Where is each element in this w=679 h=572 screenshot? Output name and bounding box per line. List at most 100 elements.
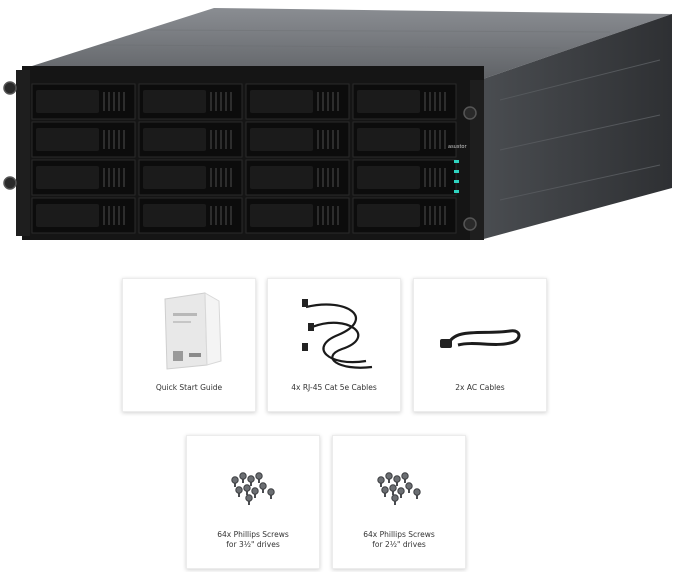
status-leds bbox=[454, 160, 459, 193]
screw bbox=[245, 494, 253, 505]
drive-bay-vent bbox=[429, 168, 431, 187]
drive-bay-vent bbox=[424, 92, 426, 111]
drive-bay-vent bbox=[215, 130, 217, 149]
drive-bay-vent bbox=[424, 130, 426, 149]
drive-bay-vent bbox=[220, 92, 222, 111]
drive-bay-vent bbox=[322, 130, 324, 149]
drive-bay-vent bbox=[444, 168, 446, 187]
drive-bay-latch bbox=[250, 166, 313, 189]
drive-bay-vent bbox=[230, 130, 232, 149]
drive-bay-vent bbox=[225, 206, 227, 225]
screw bbox=[393, 475, 401, 486]
drive-bay-vent bbox=[429, 206, 431, 225]
screw bbox=[251, 487, 259, 498]
drive-bay-vent bbox=[123, 130, 125, 149]
drive-bay-vent bbox=[230, 92, 232, 111]
drive-bay-vent bbox=[225, 168, 227, 187]
ethernet-cable-icon bbox=[302, 299, 373, 369]
drive-bay-vent bbox=[332, 130, 334, 149]
drive-bay-vent bbox=[230, 206, 232, 225]
drive-bay-vent bbox=[327, 130, 329, 149]
drive-bay-vent bbox=[113, 168, 115, 187]
drive-bay-vent bbox=[322, 206, 324, 225]
screws-icon bbox=[377, 472, 421, 505]
drive-bay-vent bbox=[113, 130, 115, 149]
drive-bay-vent bbox=[317, 130, 319, 149]
drive-bay-latch bbox=[143, 204, 206, 227]
screw bbox=[243, 484, 251, 495]
drive-bay-vent bbox=[439, 168, 441, 187]
screw bbox=[397, 487, 405, 498]
drive-bay-vent bbox=[337, 168, 339, 187]
drive-bay-vent bbox=[215, 206, 217, 225]
screw bbox=[389, 484, 397, 495]
item-card-quick-start-guide: Quick Start Guide bbox=[122, 278, 256, 412]
drive-bay-vent bbox=[337, 130, 339, 149]
drive-bay-latch bbox=[36, 90, 99, 113]
item-card-screws-2-5: 64x Phillips Screws for 2½" drives bbox=[332, 435, 466, 569]
drive-bay-latch bbox=[357, 90, 420, 113]
drive-bay-vent bbox=[210, 92, 212, 111]
screw bbox=[235, 486, 243, 497]
item-label: 2x AC Cables bbox=[455, 383, 505, 392]
drive-bay-vent bbox=[123, 168, 125, 187]
drive-bay-vent bbox=[439, 92, 441, 111]
drive-bay-vent bbox=[317, 168, 319, 187]
drive-bay-vent bbox=[444, 92, 446, 111]
drive-bay-vent bbox=[210, 206, 212, 225]
drive-bay-latch bbox=[357, 204, 420, 227]
drive-bay-latch bbox=[357, 166, 420, 189]
drive-bay-vent bbox=[434, 130, 436, 149]
drive-bay-vent bbox=[444, 206, 446, 225]
drive-bay-vent bbox=[439, 130, 441, 149]
drive-bay-vent bbox=[108, 168, 110, 187]
item-card-rj45-cables: 4x RJ-45 Cat 5e Cables bbox=[267, 278, 401, 412]
drive-bay-vent bbox=[118, 206, 120, 225]
drive-bay-latch bbox=[250, 90, 313, 113]
screw bbox=[255, 472, 263, 483]
screw bbox=[377, 476, 385, 487]
screw bbox=[259, 482, 267, 493]
screws-icon bbox=[231, 472, 275, 505]
drive-bay-vent bbox=[103, 168, 105, 187]
rack-screw bbox=[463, 106, 477, 120]
drive-bay-latch bbox=[143, 166, 206, 189]
drive-bay-vent bbox=[317, 206, 319, 225]
drive-bay-vent bbox=[210, 168, 212, 187]
drive-bay-vent bbox=[215, 168, 217, 187]
drive-bay-vent bbox=[337, 92, 339, 111]
drive-bay-latch bbox=[143, 128, 206, 151]
screw bbox=[267, 488, 275, 499]
drive-bay-vent bbox=[108, 130, 110, 149]
drive-bay-vent bbox=[220, 206, 222, 225]
drive-bay-latch bbox=[250, 128, 313, 151]
item-card-ac-cables: 2x AC Cables bbox=[413, 278, 547, 412]
drive-bay-vent bbox=[113, 206, 115, 225]
rack-screw bbox=[3, 176, 17, 190]
drive-bay-vent bbox=[317, 92, 319, 111]
drive-bay-vent bbox=[230, 168, 232, 187]
drive-bay-vent bbox=[220, 168, 222, 187]
drive-bay-vent bbox=[332, 206, 334, 225]
drive-bay-vent bbox=[118, 130, 120, 149]
drive-bay-vent bbox=[215, 92, 217, 111]
drive-bay-vent bbox=[322, 92, 324, 111]
nas-rackmount-device: asustor bbox=[3, 8, 672, 240]
screw bbox=[381, 486, 389, 497]
drive-bay-vent bbox=[327, 92, 329, 111]
drive-bay-latch bbox=[36, 204, 99, 227]
item-label: 4x RJ-45 Cat 5e Cables bbox=[291, 383, 377, 392]
drive-bay-vent bbox=[225, 92, 227, 111]
drive-bay-vent bbox=[118, 168, 120, 187]
drive-bay-vent bbox=[424, 168, 426, 187]
drive-bay-vent bbox=[322, 168, 324, 187]
drive-bay-vent bbox=[434, 92, 436, 111]
drive-bay-vent bbox=[327, 206, 329, 225]
screw bbox=[405, 482, 413, 493]
drive-bay-vent bbox=[434, 168, 436, 187]
drive-bay-latch bbox=[250, 204, 313, 227]
drive-bay-vent bbox=[103, 92, 105, 111]
item-label: Quick Start Guide bbox=[155, 383, 223, 392]
drive-bay-latch bbox=[36, 128, 99, 151]
drive-bay-vent bbox=[108, 206, 110, 225]
